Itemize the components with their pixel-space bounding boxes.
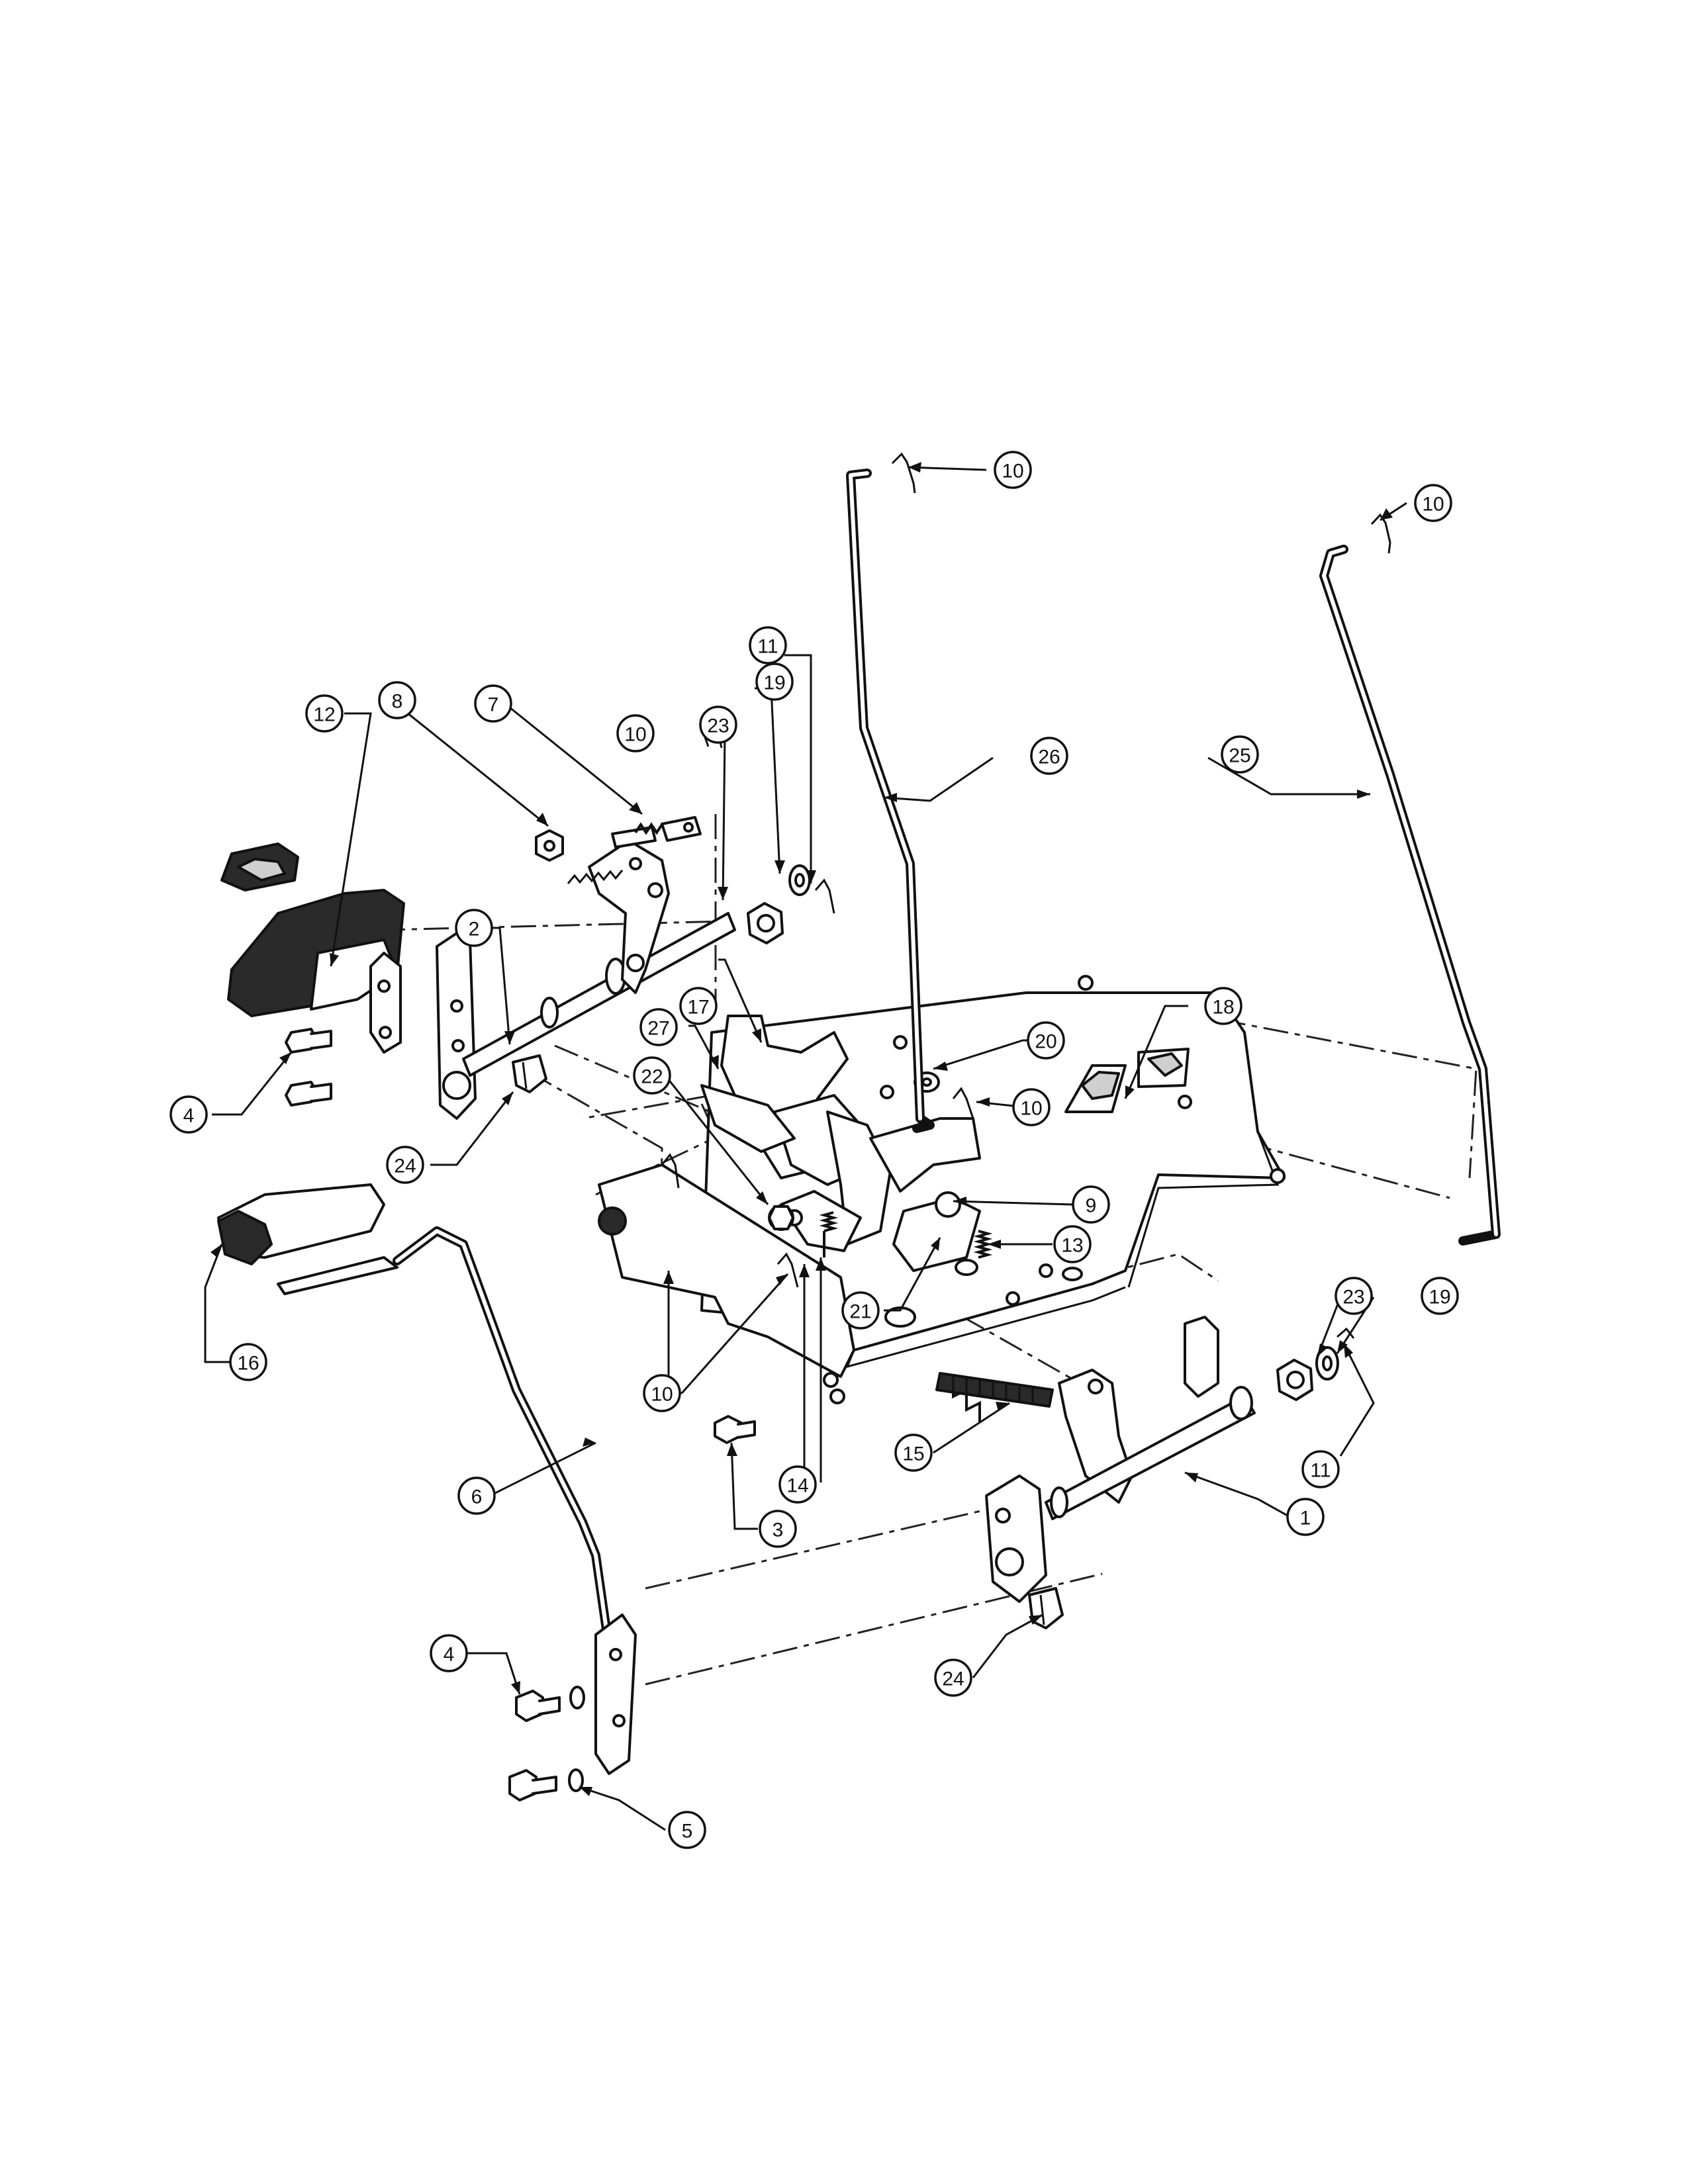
callout-27: 27 bbox=[639, 1008, 678, 1046]
callout-7: 7 bbox=[474, 684, 512, 723]
callout-6: 6 bbox=[457, 1477, 496, 1515]
callout-13: 13 bbox=[1053, 1225, 1092, 1263]
callout-label: 4 bbox=[444, 1644, 455, 1666]
callout-label: 14 bbox=[786, 1475, 808, 1497]
callout-17: 17 bbox=[679, 987, 718, 1025]
callout-24-b: 24 bbox=[934, 1659, 972, 1697]
callout-23-a: 23 bbox=[699, 705, 737, 744]
callout-5: 5 bbox=[668, 1811, 706, 1849]
callout-label: 25 bbox=[1229, 745, 1250, 767]
bolts-upper-4 bbox=[285, 1028, 332, 1107]
callout-label: 7 bbox=[488, 694, 499, 716]
callout-label: 12 bbox=[313, 704, 335, 726]
callout-14: 14 bbox=[778, 1465, 817, 1504]
callout-label: 15 bbox=[902, 1443, 924, 1465]
callout-label: 1 bbox=[1300, 1508, 1311, 1529]
shaft-2 bbox=[436, 912, 736, 1120]
callout-label: 3 bbox=[773, 1520, 784, 1541]
callout-10-a: 10 bbox=[994, 451, 1032, 489]
shaft-1 bbox=[985, 1316, 1256, 1603]
callout-3: 3 bbox=[759, 1510, 797, 1548]
lever-6 bbox=[217, 1183, 637, 1775]
callout-label: 2 bbox=[469, 919, 480, 940]
callout-label: 4 bbox=[183, 1105, 195, 1127]
spring-15 bbox=[935, 1372, 1054, 1423]
callout-19-a: 19 bbox=[755, 662, 794, 701]
callout-label: 26 bbox=[1038, 747, 1060, 768]
callout-23-b: 23 bbox=[1335, 1277, 1373, 1315]
nut-8 bbox=[535, 829, 564, 862]
hardware-23-19-11-upper bbox=[747, 864, 811, 944]
leader-arrowheads bbox=[211, 462, 1393, 1796]
bolt-3 bbox=[714, 1415, 756, 1444]
callout-16: 16 bbox=[229, 1343, 267, 1381]
callout-label: 10 bbox=[1002, 461, 1023, 482]
callout-12: 12 bbox=[305, 694, 344, 733]
callout-label: 24 bbox=[942, 1668, 964, 1690]
callout-18: 18 bbox=[1204, 987, 1243, 1025]
callout-label: 22 bbox=[641, 1066, 663, 1088]
callout-4-a: 4 bbox=[169, 1095, 208, 1134]
callout-label: 24 bbox=[394, 1156, 416, 1177]
callout-9: 9 bbox=[1072, 1185, 1110, 1224]
callout-10-e: 10 bbox=[643, 1374, 681, 1412]
pedal-mount-bracket bbox=[1064, 1048, 1190, 1113]
bushing-24-upper bbox=[512, 1054, 547, 1093]
callout-22: 22 bbox=[633, 1056, 671, 1095]
callout-label: 10 bbox=[624, 724, 646, 746]
callout-1: 1 bbox=[1286, 1498, 1325, 1536]
callout-2: 2 bbox=[455, 909, 493, 947]
callout-label: 10 bbox=[1020, 1098, 1042, 1120]
callout-11-b: 11 bbox=[1301, 1450, 1340, 1488]
hardware-23-19-lower bbox=[1276, 1346, 1339, 1401]
callout-label: 19 bbox=[763, 672, 785, 694]
callout-label: 27 bbox=[647, 1018, 669, 1040]
rod-26 bbox=[846, 469, 935, 1133]
bolts-lower-4-5 bbox=[508, 1686, 585, 1801]
pivot-bracket-17 bbox=[700, 1015, 981, 1272]
callout-label: 21 bbox=[849, 1301, 871, 1323]
callout-label: 6 bbox=[471, 1486, 483, 1508]
callout-label: 23 bbox=[1342, 1287, 1364, 1308]
pedal-12 bbox=[220, 842, 405, 1054]
callout-label: 9 bbox=[1086, 1195, 1097, 1217]
callout-10-c: 10 bbox=[616, 714, 655, 752]
callout-4-b: 4 bbox=[430, 1634, 468, 1672]
callout-label: 23 bbox=[707, 715, 729, 737]
callout-11-a: 11 bbox=[749, 626, 787, 664]
callout-label: 10 bbox=[651, 1384, 673, 1406]
callout-10-d: 10 bbox=[1012, 1088, 1051, 1126]
callout-24-a: 24 bbox=[386, 1146, 424, 1184]
callout-15: 15 bbox=[894, 1433, 933, 1472]
callout-8: 8 bbox=[378, 681, 416, 719]
callout-label: 17 bbox=[687, 997, 709, 1019]
callout-label: 11 bbox=[1310, 1460, 1331, 1482]
callout-label: 5 bbox=[682, 1821, 693, 1843]
callout-label: 18 bbox=[1212, 997, 1234, 1019]
callout-21: 21 bbox=[841, 1291, 880, 1330]
callout-label: 16 bbox=[237, 1353, 259, 1375]
callout-20: 20 bbox=[1027, 1021, 1065, 1060]
callout-25: 25 bbox=[1221, 735, 1259, 774]
rod-25 bbox=[1319, 545, 1501, 1246]
sector-plate-7 bbox=[567, 816, 702, 994]
callout-label: 13 bbox=[1061, 1235, 1083, 1257]
callout-10-b: 10 bbox=[1414, 484, 1452, 522]
callout-19-b: 19 bbox=[1421, 1277, 1459, 1315]
callout-label: 19 bbox=[1429, 1287, 1450, 1308]
callout-label: 10 bbox=[1422, 494, 1444, 516]
callout-label: 11 bbox=[757, 636, 778, 658]
callout-label: 20 bbox=[1035, 1031, 1056, 1053]
callout-26: 26 bbox=[1030, 737, 1068, 775]
brake-lever-plate bbox=[598, 1163, 862, 1404]
callout-label: 8 bbox=[392, 691, 403, 713]
